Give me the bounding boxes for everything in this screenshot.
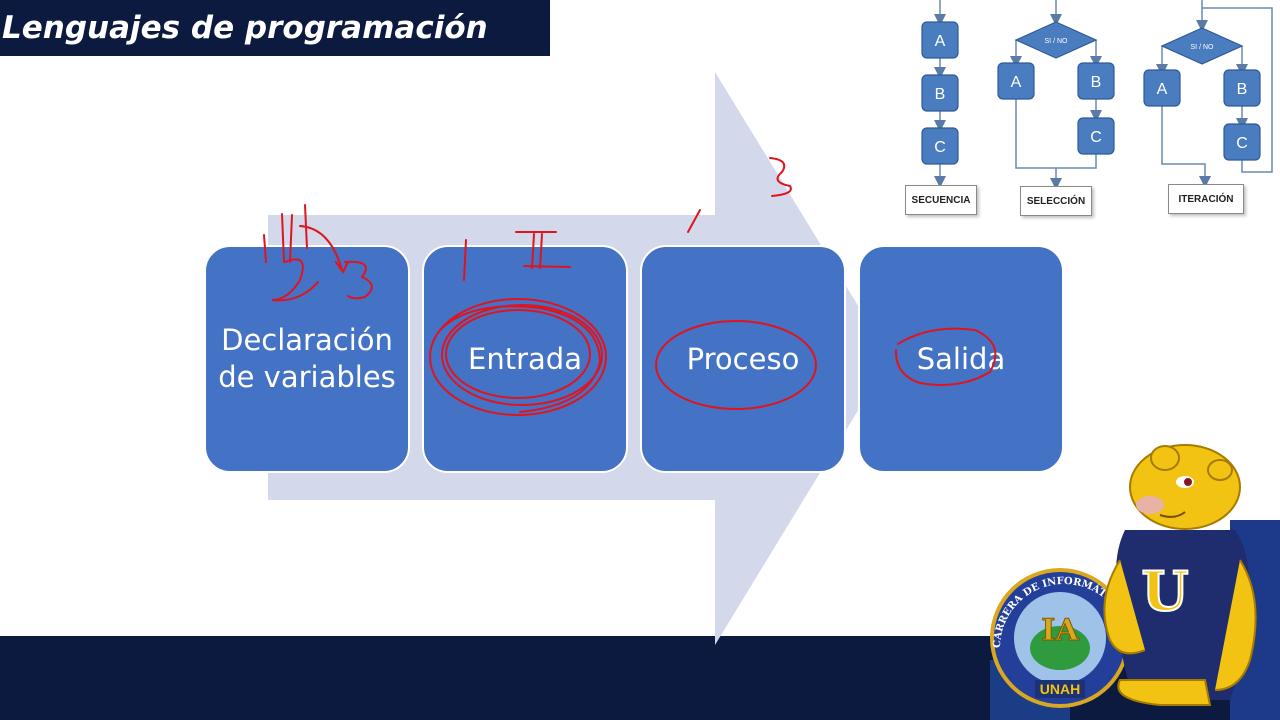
flow-decision xyxy=(1014,21,1098,59)
mascot-shirt-letter: U xyxy=(1141,559,1188,623)
flow-decision-label: SI / NO xyxy=(1045,38,1069,45)
flow-node xyxy=(921,21,959,59)
step-proceso-box: Proceso xyxy=(640,245,846,473)
flow-decision xyxy=(1160,27,1244,65)
flow-decision-label: SI / NO xyxy=(1191,44,1215,51)
flow-node-label: C xyxy=(1236,135,1248,152)
flow-node-label: B xyxy=(935,86,946,103)
step-label-line: Declaración xyxy=(221,323,393,357)
flow-node xyxy=(1223,123,1261,161)
flow-node xyxy=(921,74,959,112)
flow-node-label: C xyxy=(1090,129,1102,146)
title-bar: Lenguajes de programación xyxy=(0,0,550,56)
step-label-line: de variables xyxy=(218,360,396,394)
flow-node-label: C xyxy=(934,139,946,156)
step-salida-box: Salida xyxy=(858,245,1064,473)
flow-node xyxy=(1143,69,1181,107)
flow-node-label: A xyxy=(1157,81,1168,98)
seal-center-text: IA xyxy=(1041,613,1079,648)
flowchart-label-iteracion: ITERACIÓN xyxy=(1168,184,1244,214)
step-label: Proceso xyxy=(686,341,800,376)
seal-bottom-text: UNAH xyxy=(1040,681,1080,697)
step-label: Entrada xyxy=(468,341,582,376)
flow-node-label: B xyxy=(1237,81,1248,98)
flow-node xyxy=(997,62,1035,100)
flow-node xyxy=(1077,117,1115,155)
flow-node xyxy=(1077,62,1115,100)
flow-node-label: B xyxy=(1091,74,1102,91)
flow-node xyxy=(1223,69,1261,107)
flow-node-label: A xyxy=(1011,74,1022,91)
flowchart-label-secuencia: SECUENCIA xyxy=(905,185,977,215)
slide-title: Lenguajes de programación xyxy=(2,10,488,46)
flow-node-label: A xyxy=(935,33,946,50)
flowchart-label-seleccion: SELECCIÓN xyxy=(1020,186,1092,216)
step-entrada-box: Entrada xyxy=(422,245,628,473)
flow-node xyxy=(921,127,959,165)
